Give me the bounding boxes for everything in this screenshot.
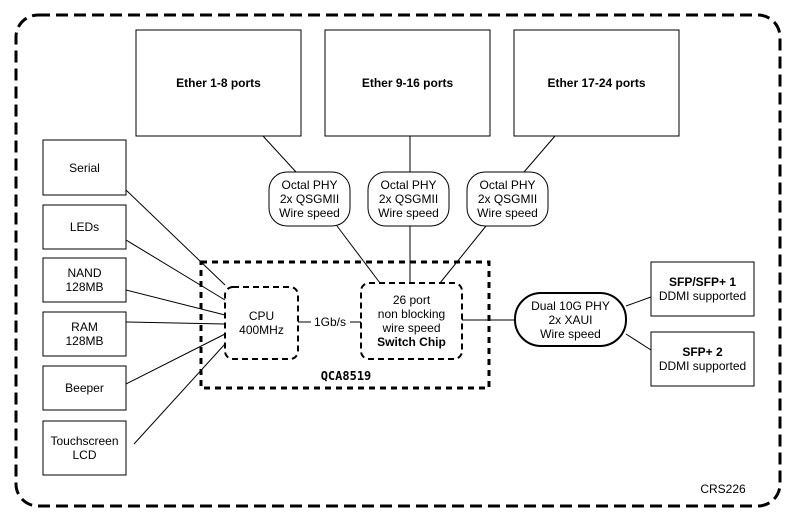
dual-phy-label: Dual 10G PHY 2x XAUI Wire speed (515, 293, 626, 346)
serial-text: Serial (69, 160, 100, 175)
nand-label: NAND 128MB (43, 258, 126, 302)
sfp1-text-2: DDMI supported (658, 289, 747, 303)
phy-2-line1: Octal PHY (380, 178, 437, 192)
cpu-text-2: 400MHz (239, 323, 284, 337)
dual-phy-text-3: Wire speed (540, 326, 601, 341)
nand-text-1: NAND (67, 266, 102, 280)
lcd-text-1: Touchscreen (50, 434, 119, 448)
sfp2-text-1: SFP+ 2 (682, 345, 723, 359)
ports-17-24-label: Ether 17-24 ports (514, 30, 679, 136)
serial-box (42, 139, 127, 196)
leds-box (42, 204, 127, 250)
switch-text-2: non blocking (377, 307, 446, 321)
link-speed-label: 1Gb/s (307, 314, 353, 330)
chip-name-text: QCA8519 (320, 369, 372, 383)
dual-phy-text-2: 2x XAUI (548, 312, 593, 327)
ports-17-24-box (513, 29, 680, 137)
beeper-label: Beeper (43, 366, 126, 410)
phy-2-line2: 2x QSGMII (378, 192, 439, 206)
lcd-label: Touchscreen LCD (43, 421, 126, 475)
ports-9-16-box (324, 29, 491, 137)
switch-text-1: 26 port (392, 293, 431, 307)
lcd-text-2: LCD (72, 448, 97, 462)
ram-text-2: 128MB (65, 334, 104, 348)
dual-phy-text-1: Dual 10G PHY (531, 298, 610, 313)
phy-1-line3: Wire speed (279, 206, 340, 220)
switch-text-4: Switch Chip (377, 335, 446, 349)
ports-1-8-text: Ether 1-8 ports (176, 76, 261, 90)
sfp2-box (650, 331, 755, 387)
switch-text-3: wire speed (382, 321, 441, 335)
nand-text-2: 128MB (65, 280, 104, 294)
link-speed-text: 1Gb/s (313, 315, 346, 329)
phy-oval-1 (268, 171, 351, 227)
ports-9-16-text: Ether 9-16 ports (361, 76, 454, 90)
device-model-label: CRS226 (690, 480, 756, 498)
beeper-box (42, 365, 127, 411)
sfp2-label: SFP+ 2 DDMI supported (651, 332, 754, 386)
phy-oval-3 (466, 171, 549, 227)
chip-name-label: QCA8519 (306, 367, 386, 385)
cpu-box (224, 286, 299, 360)
cpu-label: CPU 400MHz (225, 287, 298, 359)
sfp1-text-1: SFP/SFP+ 1 (668, 275, 737, 289)
sfp1-label: SFP/SFP+ 1 DDMI supported (651, 262, 754, 316)
phy-3-line1: Octal PHY (479, 178, 536, 192)
switch-chip-label: 26 port non blocking wire speed Switch C… (361, 283, 462, 359)
ports-9-16-label: Ether 9-16 ports (325, 30, 490, 136)
leds-label: LEDs (43, 205, 126, 249)
phy-label-3: Octal PHY 2x QSGMII Wire speed (467, 172, 548, 226)
ports-1-8-box (135, 29, 302, 137)
phy-3-line3: Wire speed (477, 206, 538, 220)
beeper-text: Beeper (65, 381, 104, 395)
ram-box (42, 311, 127, 357)
device-outline (14, 13, 782, 508)
phy-label-1: Octal PHY 2x QSGMII Wire speed (269, 172, 350, 226)
phy-2-line3: Wire speed (378, 206, 439, 220)
lcd-box (42, 420, 127, 476)
serial-label: Serial (43, 140, 126, 195)
phy-1-line2: 2x QSGMII (279, 192, 340, 206)
dual-phy-oval (514, 292, 627, 347)
device-model-text: CRS226 (700, 482, 746, 496)
ram-label: RAM 128MB (43, 312, 126, 356)
phy-1-line1: Octal PHY (281, 178, 338, 192)
phy-3-line2: 2x QSGMII (477, 192, 538, 206)
chip-area (199, 260, 491, 390)
switch-chip-box (360, 282, 463, 360)
cpu-text-1: CPU (248, 309, 275, 323)
phy-label-2: Octal PHY 2x QSGMII Wire speed (368, 172, 449, 226)
sfp2-text-2: DDMI supported (658, 359, 747, 373)
ports-17-24-text: Ether 17-24 ports (547, 76, 646, 90)
leds-text: LEDs (69, 220, 100, 234)
ports-1-8-label: Ether 1-8 ports (136, 30, 301, 136)
ram-text-1: RAM (71, 320, 98, 334)
nand-box (42, 257, 127, 303)
sfp1-box (650, 261, 755, 317)
phy-oval-2 (367, 171, 450, 227)
